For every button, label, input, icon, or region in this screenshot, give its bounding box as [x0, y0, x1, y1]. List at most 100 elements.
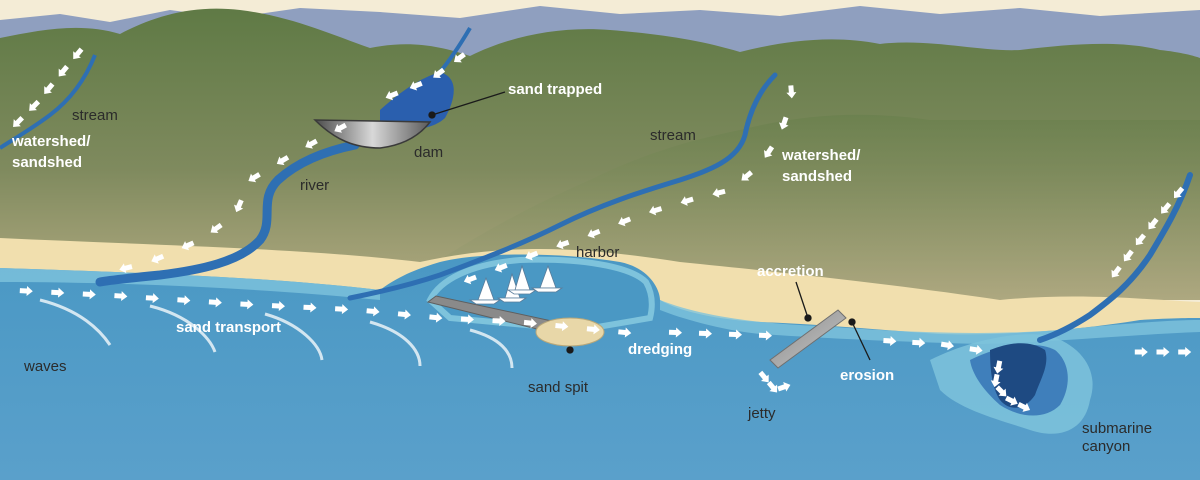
- flow-arrow: [668, 327, 682, 338]
- flow-arrow: [334, 122, 347, 133]
- flow-arrow: [1174, 186, 1185, 199]
- flow-arrow: [555, 321, 569, 332]
- flow-arrow: [271, 300, 285, 311]
- flow-arrow: [73, 47, 84, 60]
- ocean: [0, 254, 1200, 480]
- flow-arrow: [494, 262, 508, 273]
- flow-arrow: [993, 360, 1004, 374]
- label-dam: dam: [414, 144, 443, 161]
- label-submarine: submarine: [1082, 420, 1152, 437]
- label-stream-mid: stream: [650, 127, 696, 144]
- flow-arrow: [525, 250, 539, 261]
- flow-arrow: [366, 306, 380, 317]
- flow-arrow: [940, 340, 955, 351]
- shallow-water: [0, 268, 380, 300]
- flow-arrow: [587, 228, 601, 239]
- flow-arrow: [119, 263, 133, 274]
- flow-arrow: [758, 330, 772, 341]
- boats: [468, 264, 564, 305]
- flow-arrow: [454, 52, 466, 63]
- label-watershed-left: watershed/: [11, 133, 91, 150]
- flow-arrow: [648, 205, 663, 216]
- flow-arrow: [618, 327, 632, 338]
- flow-arrow: [210, 222, 223, 234]
- flow-arrow: [995, 385, 1007, 397]
- flow-arrow: [728, 329, 742, 340]
- flow-arrow: [29, 99, 41, 111]
- flow-arrow: [145, 293, 159, 304]
- flow-arrow: [429, 312, 443, 323]
- flow-arrow: [276, 155, 290, 166]
- label-sand-transport: sand transport: [176, 319, 281, 336]
- label-harbor: harbor: [576, 244, 619, 261]
- flow-arrow: [82, 289, 96, 300]
- flow-arrow: [1134, 347, 1148, 357]
- stream-mid: [347, 72, 778, 301]
- sand-spit: [535, 317, 605, 347]
- label-dredging: dredging: [628, 341, 692, 358]
- flow-arrow: [409, 80, 423, 91]
- flow-arrow: [883, 335, 897, 346]
- waves: [39, 298, 514, 369]
- flow-arrow: [234, 199, 244, 213]
- flow-arrow: [556, 239, 570, 250]
- flow-arrow: [912, 337, 926, 348]
- flow-arrow: [741, 170, 754, 181]
- flow-arrow: [44, 82, 55, 94]
- flow-arrow: [1111, 265, 1122, 278]
- flow-arrow: [1005, 395, 1018, 406]
- stream-right: [1037, 172, 1193, 343]
- leader-lines: [428, 91, 871, 361]
- flow-arrow: [181, 240, 195, 251]
- sand-flow-arrows: [13, 47, 1192, 412]
- flow-arrow: [763, 145, 775, 158]
- stream-left: [0, 54, 97, 150]
- label-jetty: jetty: [747, 405, 776, 422]
- flow-arrow: [1135, 233, 1147, 246]
- flow-arrow: [1148, 217, 1159, 230]
- label-sand-trapped: sand trapped: [508, 81, 602, 98]
- flow-arrow: [303, 302, 317, 313]
- label-waves: waves: [23, 358, 67, 375]
- flow-arrow: [680, 196, 694, 206]
- label-accretion: accretion: [757, 263, 824, 280]
- flow-arrow: [51, 287, 65, 298]
- flow-arrow: [1123, 249, 1134, 262]
- flow-arrow: [1161, 202, 1172, 214]
- flow-arrow: [433, 67, 446, 78]
- label-erosion: erosion: [840, 367, 894, 384]
- label-sandshed-left: sandshed: [12, 154, 82, 171]
- flow-arrow: [114, 291, 128, 302]
- flow-arrow: [990, 373, 1001, 388]
- flow-arrow: [786, 85, 797, 99]
- flow-arrow: [969, 344, 983, 355]
- flow-arrow: [618, 216, 632, 227]
- flow-arrow: [334, 304, 349, 315]
- flow-arrow: [586, 324, 600, 335]
- jetty: [769, 309, 847, 369]
- flow-arrow: [758, 370, 769, 383]
- label-sand-spit: sand spit: [528, 379, 589, 396]
- label-watershed-right: watershed/: [781, 147, 861, 164]
- flow-arrow: [777, 382, 791, 392]
- flow-arrow: [305, 138, 318, 149]
- flow-arrow: [1156, 347, 1170, 357]
- flow-arrow: [712, 188, 726, 198]
- flow-arrow: [240, 299, 254, 310]
- flow-arrow: [492, 315, 506, 326]
- label-canyon: canyon: [1082, 438, 1130, 455]
- flow-arrow: [248, 172, 261, 183]
- flow-arrow: [151, 253, 165, 264]
- river: [95, 140, 360, 287]
- flow-arrow: [779, 116, 789, 130]
- label-river: river: [300, 177, 329, 194]
- flow-arrow: [463, 274, 477, 285]
- flow-arrow: [1178, 347, 1192, 357]
- flow-arrow: [385, 90, 399, 101]
- flow-arrow: [397, 309, 411, 320]
- flow-arrow: [523, 318, 537, 329]
- flow-arrow: [1017, 401, 1031, 412]
- flow-arrow: [698, 328, 712, 339]
- label-stream-left: stream: [72, 107, 118, 124]
